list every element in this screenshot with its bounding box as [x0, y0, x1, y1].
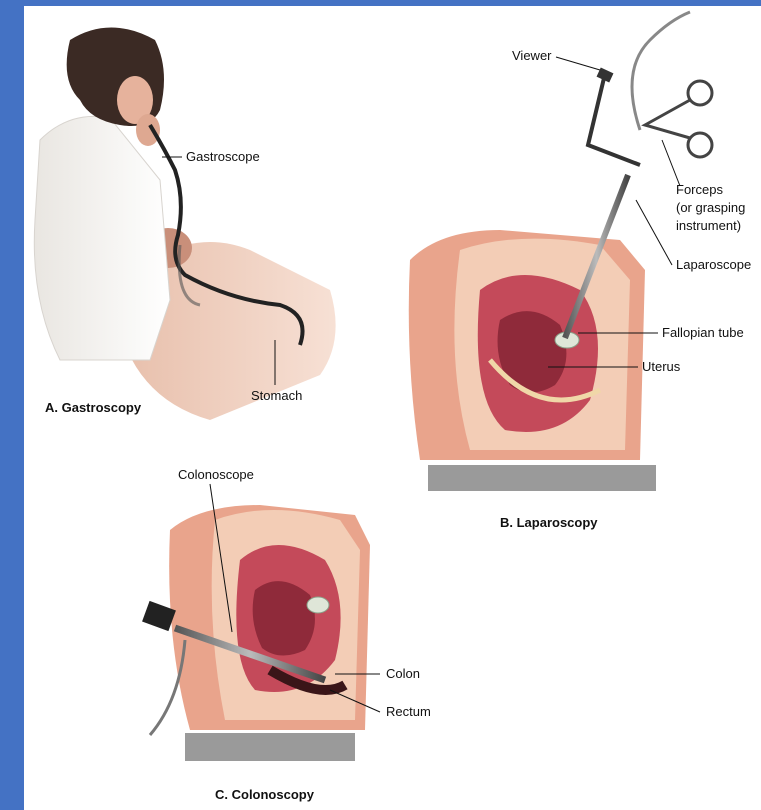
forceps-sublabel-1: (or grasping — [676, 200, 745, 216]
table-c — [185, 733, 355, 761]
caption-gastroscopy: A. Gastroscopy — [45, 400, 141, 415]
colon-label: Colon — [386, 666, 420, 682]
colonoscope-label: Colonoscope — [178, 467, 254, 483]
forceps-label: Forceps — [676, 182, 723, 198]
doctor-hand — [136, 114, 160, 146]
fallopian-tube-label: Fallopian tube — [662, 325, 744, 341]
doctor-coat — [34, 116, 170, 360]
light-cable — [632, 12, 690, 130]
gastroscope-label: Gastroscope — [186, 149, 260, 165]
viewer-label: Viewer — [512, 48, 552, 64]
caption-colonoscopy: C. Colonoscopy — [215, 787, 314, 802]
forceps-handle-1 — [688, 81, 712, 105]
stomach-label: Stomach — [251, 388, 302, 404]
table-b — [428, 465, 656, 491]
caption-laparoscopy: B. Laparoscopy — [500, 515, 598, 530]
laparoscopy-illustration — [409, 12, 712, 491]
forceps-sublabel-2: instrument) — [676, 218, 741, 234]
forceps-handle-2 — [688, 133, 712, 157]
colonoscopy-illustration — [142, 484, 380, 761]
laparoscope-label: Laparoscope — [676, 257, 751, 273]
gastroscopy-illustration — [34, 28, 335, 421]
uterus-label: Uterus — [642, 359, 680, 375]
rectum-label: Rectum — [386, 704, 431, 720]
